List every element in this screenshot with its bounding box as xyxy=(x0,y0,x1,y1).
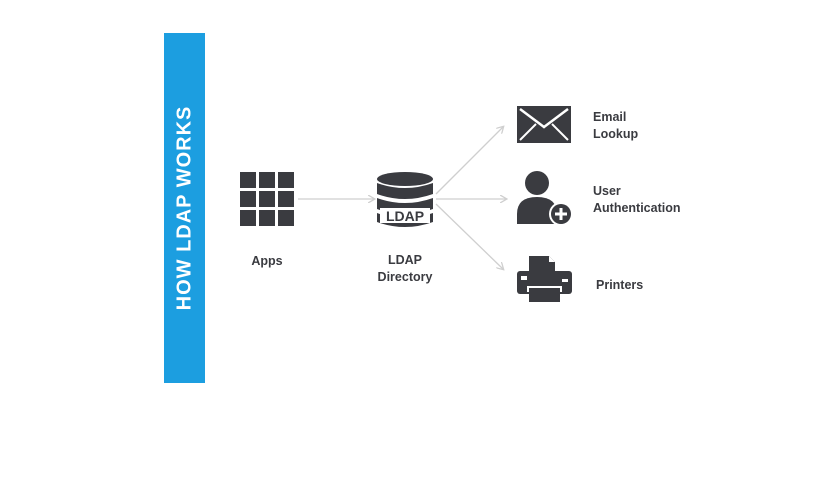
email-label-line2: Lookup xyxy=(593,127,639,141)
ldap-label-line2: Directory xyxy=(377,270,433,284)
ldap-directory-label: LDAP Directory xyxy=(365,252,445,286)
title-banner: HOW LDAP WORKS xyxy=(164,33,205,383)
auth-label-line2: Authentication xyxy=(593,201,681,215)
arrow-ldap-to-email xyxy=(435,127,503,195)
grid-icon xyxy=(240,172,294,226)
envelope-icon xyxy=(517,106,571,143)
arrow-ldap-to-printers xyxy=(435,203,503,269)
auth-label-line1: User xyxy=(593,184,621,198)
printers-label: Printers xyxy=(596,278,644,292)
apps-label: Apps xyxy=(251,254,283,268)
user-add-icon xyxy=(517,171,573,226)
database-icon-label: LDAP xyxy=(386,208,424,224)
email-lookup-label: Email Lookup xyxy=(593,109,638,143)
ldap-label-line1: LDAP xyxy=(387,253,423,267)
user-authentication-label: User Authentication xyxy=(593,183,681,217)
database-icon: LDAP xyxy=(377,172,433,227)
printer-icon xyxy=(517,256,572,302)
email-label-line1: Email xyxy=(593,110,627,124)
